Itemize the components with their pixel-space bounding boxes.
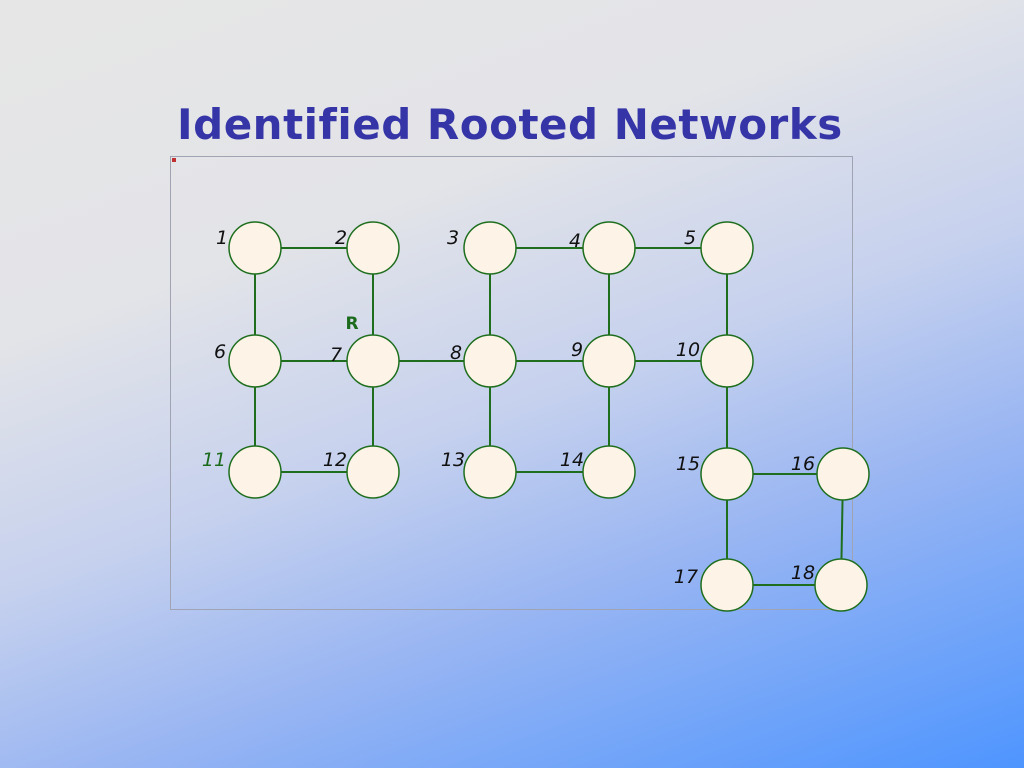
node-label-10: 10	[676, 339, 700, 361]
node-14	[582, 445, 636, 499]
node-label-3: 3	[447, 227, 459, 249]
node-label-4: 4	[569, 230, 581, 252]
nodes-layer	[228, 221, 870, 612]
node-label-18: 18	[791, 562, 815, 584]
node-label-5: 5	[684, 227, 696, 249]
slide-title: Identified Rooted Networks	[177, 100, 843, 149]
node-16	[816, 447, 870, 501]
node-3	[463, 221, 517, 275]
node-9	[582, 334, 636, 388]
node-label-14: 14	[560, 449, 584, 471]
node-8	[463, 334, 517, 388]
node-label-2: 2	[335, 227, 347, 249]
node-label-7: 7	[330, 344, 342, 366]
node-2	[346, 221, 400, 275]
node-label-17: 17	[674, 566, 698, 588]
node-label-16: 16	[791, 453, 815, 475]
node-label-8: 8	[450, 342, 462, 364]
node-4	[582, 221, 636, 275]
node-label-1: 1	[216, 227, 228, 249]
node-5	[700, 221, 754, 275]
node-7	[346, 334, 400, 388]
node-label-12: 12	[323, 449, 347, 471]
diagram-frame	[170, 156, 853, 610]
embedded-object-icon	[172, 158, 176, 162]
root-label: R	[345, 314, 358, 334]
node-6	[228, 334, 282, 388]
node-11	[228, 445, 282, 499]
node-18	[814, 558, 868, 612]
node-10	[700, 334, 754, 388]
node-label-13: 13	[441, 449, 465, 471]
node-17	[700, 558, 754, 612]
node-label-6: 6	[214, 341, 226, 363]
node-12	[346, 445, 400, 499]
node-13	[463, 445, 517, 499]
node-label-9: 9	[571, 339, 583, 361]
node-label-11: 11	[202, 449, 226, 471]
node-label-15: 15	[676, 453, 700, 475]
edges-layer	[254, 247, 844, 586]
node-15	[700, 447, 754, 501]
node-1	[228, 221, 282, 275]
